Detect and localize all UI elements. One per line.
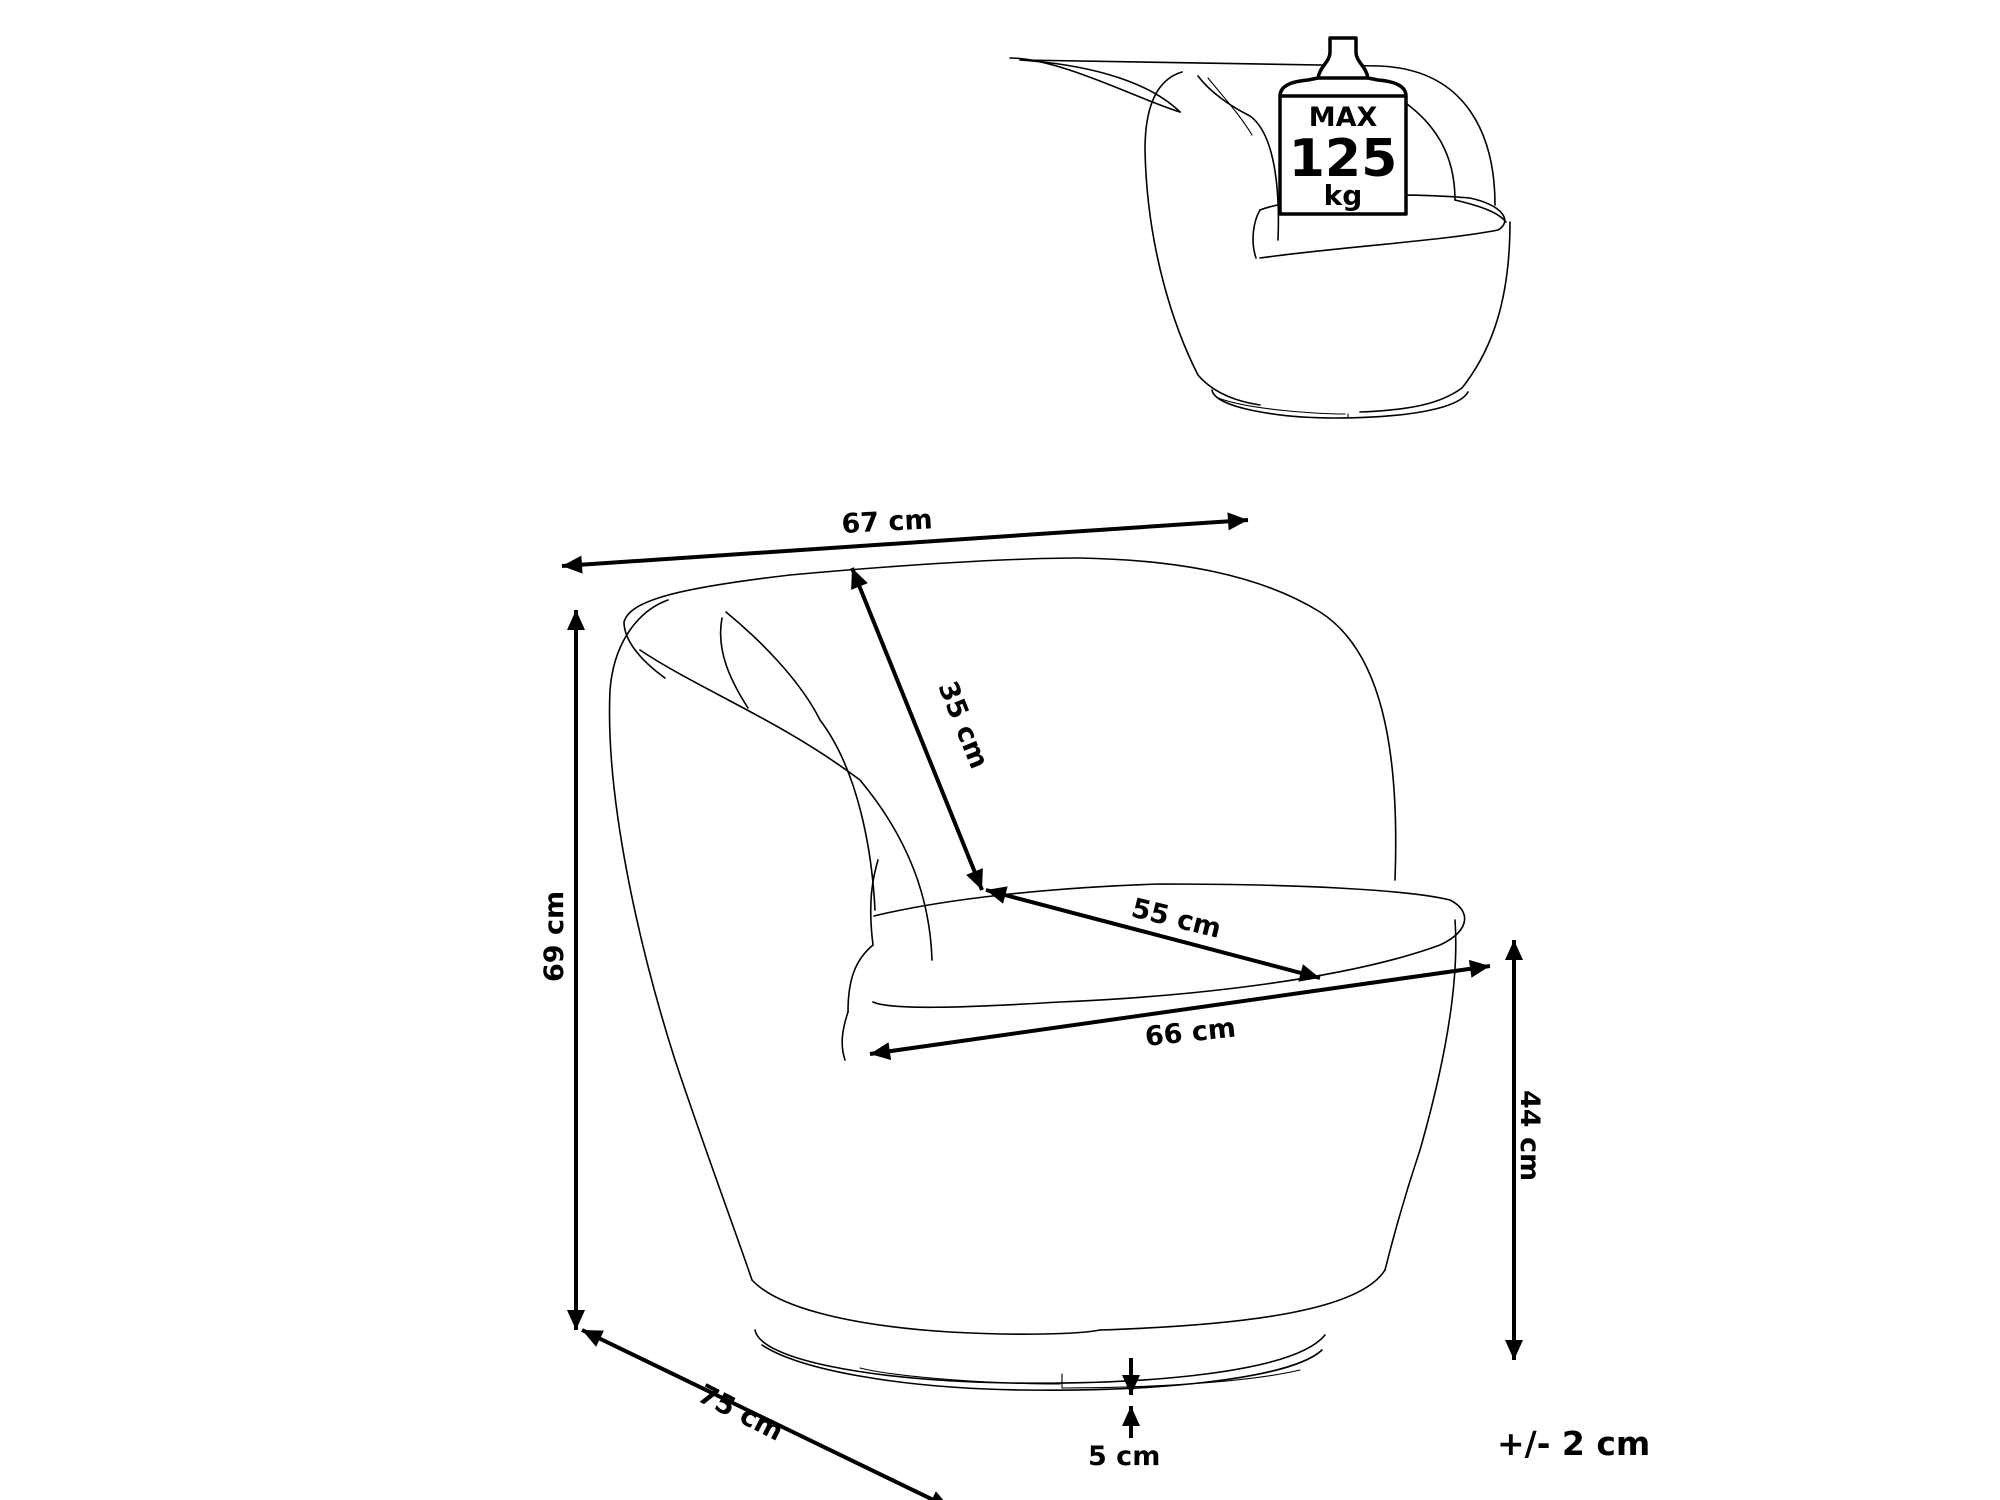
backrest-dimension-line <box>850 567 984 891</box>
width-label: 67 cm <box>841 504 934 540</box>
dimension-arrows <box>561 512 1523 1500</box>
width-dimension-line <box>561 518 1249 568</box>
weight-unit: kg <box>1324 179 1363 212</box>
seat-width-dimension-arrowhead <box>1468 959 1490 978</box>
weight-badge: MAX 125 kg <box>1278 36 1408 216</box>
seat-height-dimension-arrowhead <box>1505 1340 1523 1360</box>
depth-dimension-line <box>581 1328 939 1500</box>
backrest-height-label: 35 cm <box>932 677 995 773</box>
thumbnail-chair <box>1009 57 1511 419</box>
base-height-label: 5 cm <box>1088 1441 1160 1472</box>
seat-height-dimension-arrowhead <box>1505 940 1523 960</box>
height-dimension-arrowhead <box>567 1310 585 1330</box>
seat-height-label: 44 cm <box>1514 1090 1545 1181</box>
seat-width-dimension-arrowhead <box>870 1042 892 1061</box>
weight-icon <box>1278 36 1408 216</box>
seat-depth-label: 55 cm <box>1128 893 1224 945</box>
seat-width-label: 66 cm <box>1143 1013 1237 1053</box>
base-bottom-dimension-arrowhead <box>1122 1406 1140 1426</box>
weight-max-label: MAX <box>1309 102 1378 133</box>
tolerance-label: +/- 2 cm <box>1497 1424 1650 1463</box>
seat-depth-dimension-arrowhead <box>986 886 1008 904</box>
weight-value: 125 <box>1289 129 1398 189</box>
seat-width-dimension-line <box>869 964 1491 1056</box>
depth-dimension-arrowhead <box>582 1330 604 1347</box>
depth-label: 75 cm <box>693 1379 788 1448</box>
base-top-dimension-arrowhead <box>1122 1375 1140 1395</box>
seat-depth-dimension-arrowhead <box>1298 964 1320 982</box>
width-dimension-arrowhead <box>562 555 583 574</box>
width-dimension-arrowhead <box>1227 512 1248 531</box>
height-dimension-arrowhead <box>567 610 585 630</box>
seat-depth-dimension-line <box>985 888 1321 980</box>
depth-dimension-arrowhead <box>931 1491 944 1500</box>
height-label: 69 cm <box>539 891 570 982</box>
backrest-dimension-arrowhead <box>851 568 868 590</box>
backrest-dimension-arrowhead <box>966 868 983 890</box>
main-chair <box>608 557 1466 1392</box>
